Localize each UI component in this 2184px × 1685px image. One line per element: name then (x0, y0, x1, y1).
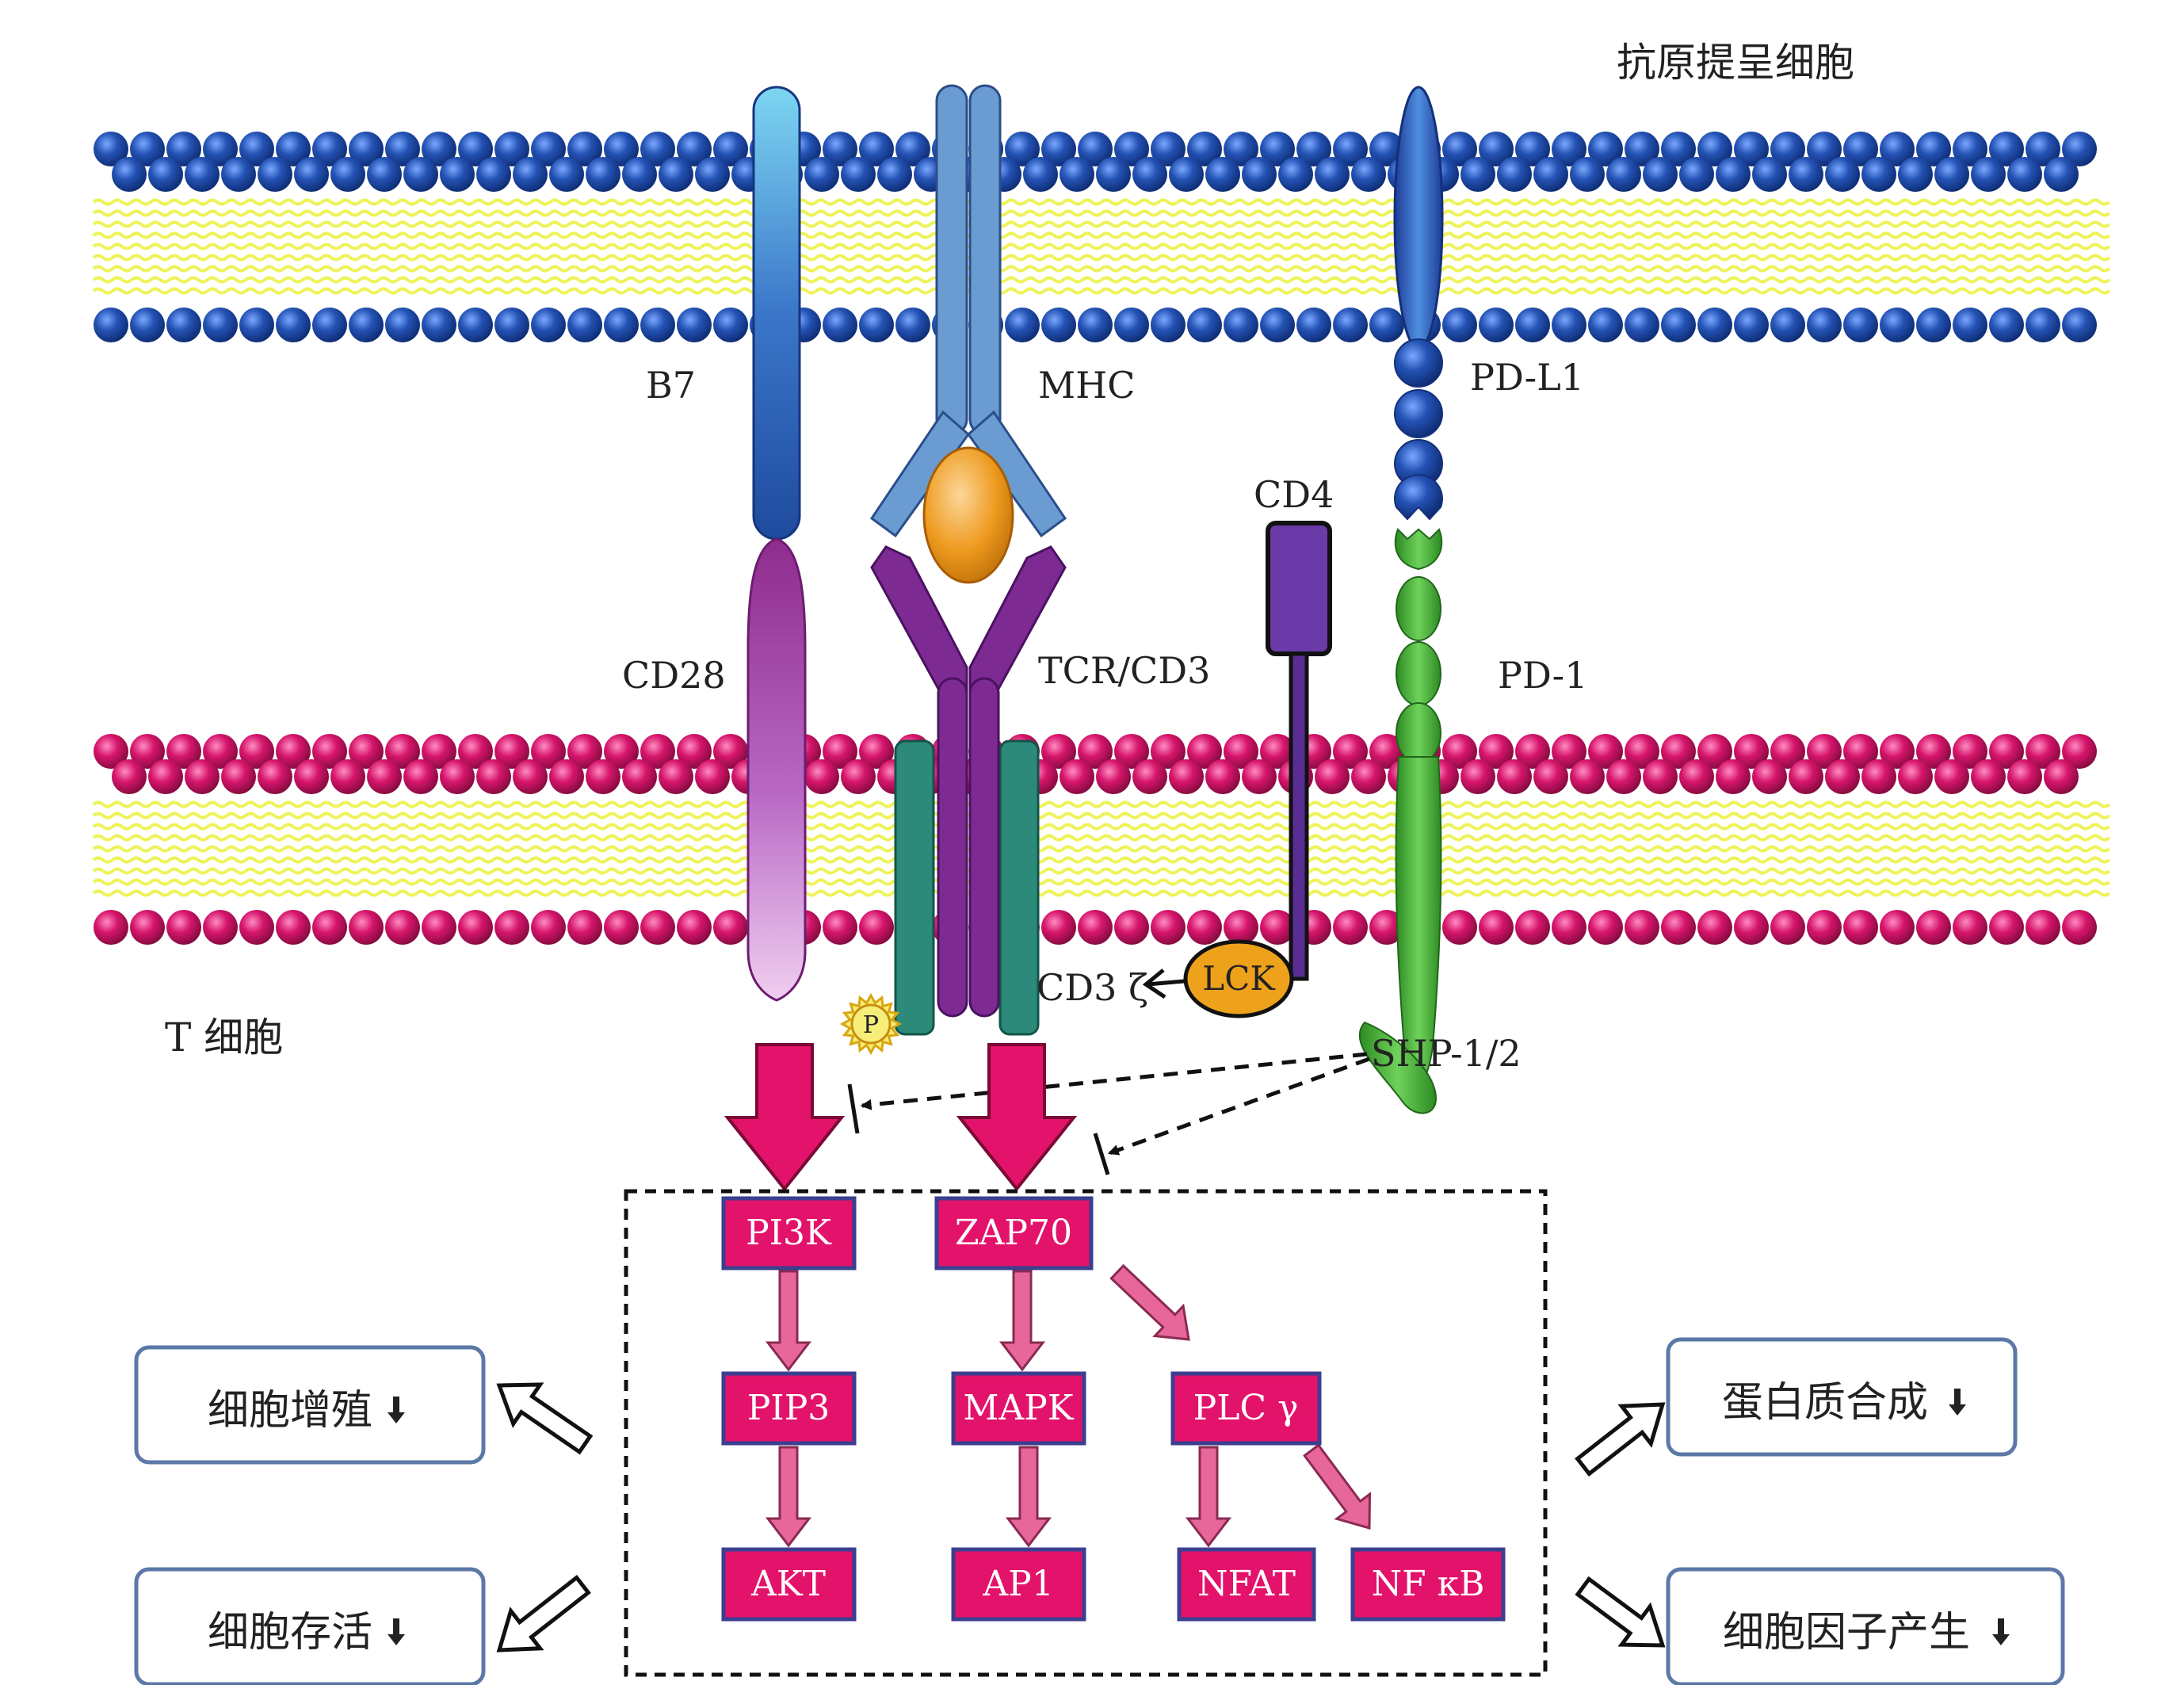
outcome-cytokine-label: 细胞因子产生 (1723, 1609, 1970, 1656)
node-ap1: AP1 (951, 1547, 1086, 1622)
cd3z-label: CD3 ζ (1037, 966, 1148, 1009)
outcome-proliferation-label: 细胞增殖 (208, 1387, 372, 1435)
node-zap70-label: ZAP70 (955, 1213, 1072, 1253)
inhibition-lines (847, 1052, 1370, 1175)
outcome-protein-label: 蛋白质合成 (1722, 1379, 1928, 1427)
pathway-arrow (765, 1270, 812, 1372)
tcr-molecule (870, 545, 1067, 1018)
node-mapk-label: MAPK (963, 1388, 1074, 1428)
pathway-arrow (765, 1446, 812, 1548)
cd4-label: CD4 (1254, 473, 1334, 516)
node-mapk: MAPK (951, 1371, 1086, 1446)
cd4-molecule (1266, 521, 1332, 981)
node-akt-label: AKT (750, 1564, 826, 1604)
outcome-cytokine: 细胞因子产生 (1666, 1567, 2065, 1685)
phospho-badge: P (839, 992, 903, 1056)
node-plcg-label: PLC γ (1193, 1388, 1299, 1428)
pathway-arrow (1303, 1443, 1372, 1530)
down-arrow-icon (388, 1397, 405, 1423)
phospho-label: P (863, 1011, 879, 1039)
node-nfat-label: NFAT (1197, 1564, 1296, 1604)
pdl1-molecule (1393, 86, 1444, 521)
outcome-protein: 蛋白质合成 (1666, 1337, 2018, 1457)
node-pi3k: PI3K (721, 1196, 857, 1270)
pathway-arrow (998, 1270, 1046, 1372)
outcome-arrow (496, 1574, 591, 1653)
down-arrow-icon (388, 1618, 405, 1645)
outcome-arrow (1575, 1402, 1666, 1477)
labels: 抗原提呈细胞 T 细胞 B7 MHC CD28 TCR/CD3 CD4 PD-L… (165, 40, 1854, 1075)
b7-label: B7 (646, 364, 696, 407)
pathway-arrows (765, 1263, 1372, 1548)
node-pip3: PIP3 (721, 1371, 857, 1446)
lck-kinase: LCK (1183, 939, 1294, 1018)
lipid-tails (92, 800, 2111, 897)
lck-arrow (1142, 969, 1185, 999)
apc-label: 抗原提呈细胞 (1617, 40, 1854, 86)
outcome-survival-label: 细胞存活 (208, 1609, 372, 1656)
outcome-arrows (496, 1382, 1666, 1653)
lipid-tails (92, 198, 2111, 295)
node-pi3k-label: PI3K (746, 1213, 832, 1253)
cd28-molecule (746, 537, 807, 1002)
mhc-label: MHC (1038, 364, 1135, 407)
down-arrow-icon (1992, 1618, 2010, 1645)
down-arrow-icon (1949, 1389, 1966, 1416)
outcome-proliferation: 细胞增殖 (134, 1345, 486, 1465)
node-ap1-label: AP1 (982, 1564, 1053, 1604)
mhc-molecule (869, 84, 1067, 538)
outcomes: 细胞增殖 细胞存活 蛋白质合成 细胞因子产生 (134, 1337, 2065, 1685)
node-nfkb-label: NF κB (1372, 1564, 1485, 1604)
activation-arrows (724, 1043, 1078, 1192)
outcome-survival: 细胞存活 (134, 1567, 486, 1685)
node-akt: AKT (721, 1547, 857, 1622)
shp-label: SHP-1/2 (1371, 1032, 1522, 1075)
pd1-label: PD-1 (1498, 654, 1588, 697)
node-plcg: PLC γ (1170, 1371, 1322, 1446)
pathway-nodes: PI3K ZAP70 PIP3 MAPK PLC γ AKT AP1 NFAT (721, 1196, 1506, 1622)
tcr-label: TCR/CD3 (1038, 649, 1210, 692)
node-pip3-label: PIP3 (747, 1388, 830, 1428)
node-nfat: NFAT (1177, 1547, 1316, 1622)
pathway-arrow (1005, 1446, 1052, 1548)
pd1-molecule (1358, 528, 1443, 1114)
cd28-label: CD28 (622, 654, 726, 697)
node-zap70: ZAP70 (934, 1196, 1094, 1270)
outcome-arrow (496, 1382, 594, 1455)
outcome-arrow (1575, 1576, 1666, 1648)
node-nfkb: NF κB (1350, 1547, 1506, 1622)
signaling-box (624, 1189, 1548, 1677)
pdl1-label: PD-L1 (1470, 356, 1584, 399)
tcell-membrane (92, 734, 2111, 945)
antigen-peptide (922, 446, 1014, 584)
apc-membrane (92, 132, 2111, 342)
pathway-arrow (1185, 1446, 1232, 1548)
receptors: P LCK (746, 84, 1444, 1114)
lck-label: LCK (1202, 959, 1276, 998)
b7-molecule (752, 86, 801, 541)
pathway-arrow (1109, 1263, 1190, 1341)
membranes (92, 132, 2111, 945)
cd3-chains (894, 739, 1040, 1036)
tcell-label: T 细胞 (165, 1014, 283, 1060)
